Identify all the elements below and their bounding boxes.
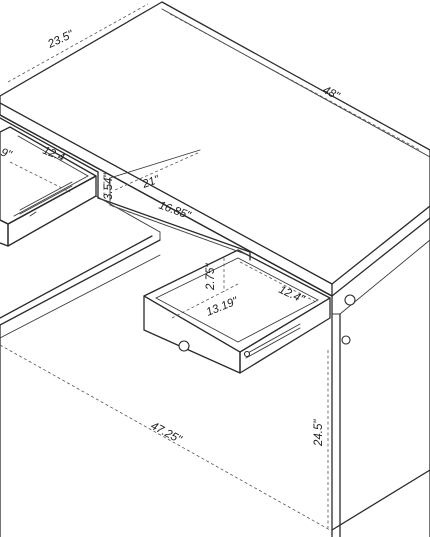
right-drawer (143, 249, 331, 374)
dim-right-drawer-width: 12.4" (277, 284, 307, 306)
desk-top (0, 1, 430, 297)
leg-bolt-top-icon (344, 294, 356, 306)
dim-center-depth: 21" (140, 173, 162, 191)
dim-right-drawer-height: 2.75" (205, 263, 217, 291)
drawer-screw-icon (243, 350, 251, 358)
dim-leg-span: 47.25" (149, 420, 184, 446)
dim-depth: 23.5" (45, 28, 76, 51)
desk-apron (0, 117, 251, 326)
leg-bolt-bottom-icon (341, 335, 351, 345)
dim-height: 24.5" (313, 419, 325, 447)
drawer-knob-icon (178, 340, 190, 352)
dim-center-width: 16.85" (157, 200, 193, 223)
left-drawer (0, 126, 97, 247)
dimension-lines (0, 3, 421, 531)
dim-left-drawer-depth: 9" (0, 147, 14, 162)
dim-right-drawer-depth: 13.19" (205, 295, 241, 319)
right-leg-panel (331, 217, 430, 537)
dim-center-height: 3.54" (103, 173, 115, 200)
dim-left-drawer-width: 12.4 (41, 145, 66, 165)
left-leg-base (0, 254, 161, 537)
